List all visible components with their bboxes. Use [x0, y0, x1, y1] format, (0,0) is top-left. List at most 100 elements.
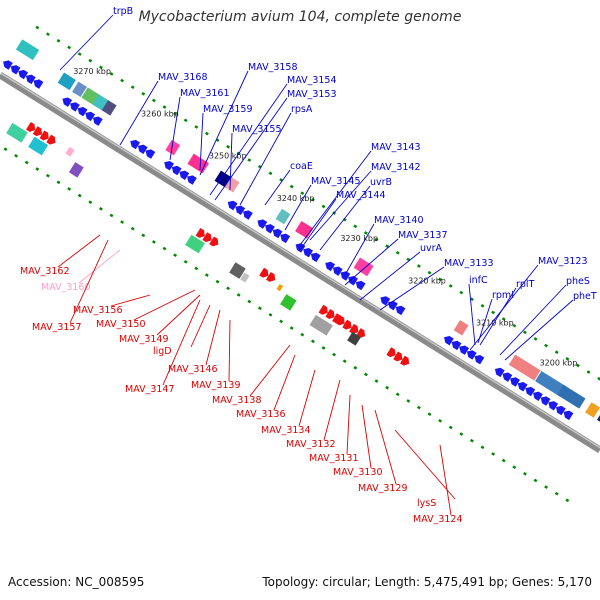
lower-gene-leader-line	[205, 309, 221, 366]
scale-label: 3240 kbp	[277, 194, 315, 203]
reverse-gene-arrow	[318, 304, 328, 315]
lower-gene-label: MAV_3149	[119, 334, 169, 345]
gene-function-block	[353, 257, 374, 277]
track-tick-mark	[522, 330, 527, 335]
lower-gene-label: MAV_3136	[236, 409, 286, 420]
track-tick-mark	[406, 257, 411, 262]
track-tick-mark	[438, 418, 443, 423]
upper-gene-label: rpsA	[291, 104, 313, 115]
reverse-gene-arrow	[46, 134, 56, 145]
genome-title: Mycobacterium avium 104, complete genome	[138, 9, 462, 25]
forward-gene-arrow	[257, 219, 268, 229]
forward-gene-arrow	[171, 165, 182, 176]
lower-gene-leader-line	[228, 319, 231, 382]
reverse-gene-arrow	[26, 121, 36, 132]
forward-gene-arrow	[502, 372, 513, 382]
track-tick-mark	[77, 193, 82, 198]
forward-gene-arrow	[145, 149, 156, 159]
track-tick-mark	[363, 372, 368, 377]
lower-gene-label: MAV_3146	[168, 364, 218, 375]
lower-gene-label: MAV_3138	[212, 395, 262, 406]
track-tick-mark	[395, 250, 400, 255]
track-tick-mark	[353, 365, 358, 370]
gene-function-block	[28, 136, 49, 156]
upper-gene-label: pheT	[573, 291, 597, 302]
track-tick-mark	[300, 191, 305, 196]
lower-gene-label: MAV_3157	[32, 322, 82, 333]
lower-gene-leader-line	[439, 444, 452, 516]
upper-gene-label: MAV_3140	[374, 215, 424, 226]
upper-gene-leader-line	[309, 170, 372, 241]
upper-gene-label: MAV_3158	[248, 62, 298, 73]
reverse-gene-arrow	[335, 315, 345, 326]
track-tick-mark	[215, 279, 220, 284]
track-tick-mark	[236, 293, 241, 297]
track-tick-mark	[385, 385, 390, 390]
track-tick-mark	[512, 323, 517, 328]
gene-function-block	[15, 39, 40, 61]
upper-gene-leader-line	[299, 198, 337, 251]
lower-gene-leader-line	[346, 394, 351, 455]
forward-gene-arrow	[466, 350, 477, 360]
track-tick-mark	[130, 226, 135, 231]
track-tick-mark	[162, 105, 167, 109]
gene-function-block	[453, 320, 469, 336]
upper-gene-leader-line	[199, 112, 204, 171]
forward-gene-arrow	[85, 111, 96, 122]
upper-gene-label: MAV_3145	[311, 176, 361, 187]
upper-gene-leader-line	[344, 238, 399, 286]
upper-gene-leader-line	[477, 298, 493, 344]
lower-gene-leader-line	[374, 409, 397, 485]
upper-gene-leader-line	[119, 80, 159, 146]
scale-label: 3210 kbp	[476, 319, 514, 328]
reverse-gene-arrow	[349, 323, 359, 334]
reverse-gene-arrow	[386, 347, 396, 358]
track-tick-mark	[173, 111, 178, 116]
track-tick-mark	[45, 173, 50, 178]
track-tick-mark	[130, 85, 135, 90]
upper-gene-leader-line	[468, 283, 476, 346]
track-tick-mark	[533, 337, 538, 341]
track-tick-mark	[226, 144, 231, 149]
gene-function-block	[57, 72, 76, 91]
track-tick-mark	[448, 425, 453, 430]
upper-gene-label: MAV_3142	[371, 162, 421, 173]
track-tick-mark	[374, 379, 379, 383]
lower-gene-leader-line	[162, 299, 201, 386]
track-tick-mark	[353, 224, 358, 229]
gene-function-block	[275, 208, 291, 225]
upper-gene-leader-line	[169, 96, 181, 161]
track-tick-mark	[565, 498, 570, 503]
upper-gene-leader-line	[344, 223, 375, 276]
track-tick-mark	[427, 412, 432, 417]
lower-gene-leader-line	[69, 239, 109, 324]
track-tick-mark	[395, 392, 400, 397]
track-tick-mark	[151, 240, 156, 244]
gene-function-block	[165, 139, 181, 156]
upper-gene-label: infC	[469, 275, 488, 286]
track-tick-mark	[56, 38, 61, 43]
forward-gene-arrow	[395, 305, 406, 316]
lower-gene-leader-line	[133, 289, 196, 321]
track-tick-mark	[491, 452, 496, 456]
upper-gene-label: uvrB	[370, 177, 392, 188]
forward-gene-arrow	[3, 60, 13, 70]
gene-function-block	[557, 384, 586, 409]
track-tick-mark	[268, 312, 273, 317]
upper-gene-leader-line	[319, 185, 371, 251]
track-tick-mark	[247, 299, 252, 304]
track-tick-mark	[416, 264, 421, 268]
gene-function-block	[309, 314, 333, 336]
forward-gene-arrow	[137, 144, 148, 155]
forward-gene-arrow	[332, 266, 343, 276]
upper-gene-label: coaE	[290, 161, 313, 172]
track-tick-mark	[459, 290, 464, 295]
lower-gene-label: MAV_3162	[20, 266, 70, 277]
gene-function-block	[187, 153, 210, 174]
track-tick-mark	[204, 273, 209, 277]
gene-function-block	[65, 146, 75, 157]
lower-gene-leader-line	[273, 354, 296, 411]
track-tick-mark	[14, 153, 19, 158]
forward-gene-arrow	[92, 116, 103, 126]
